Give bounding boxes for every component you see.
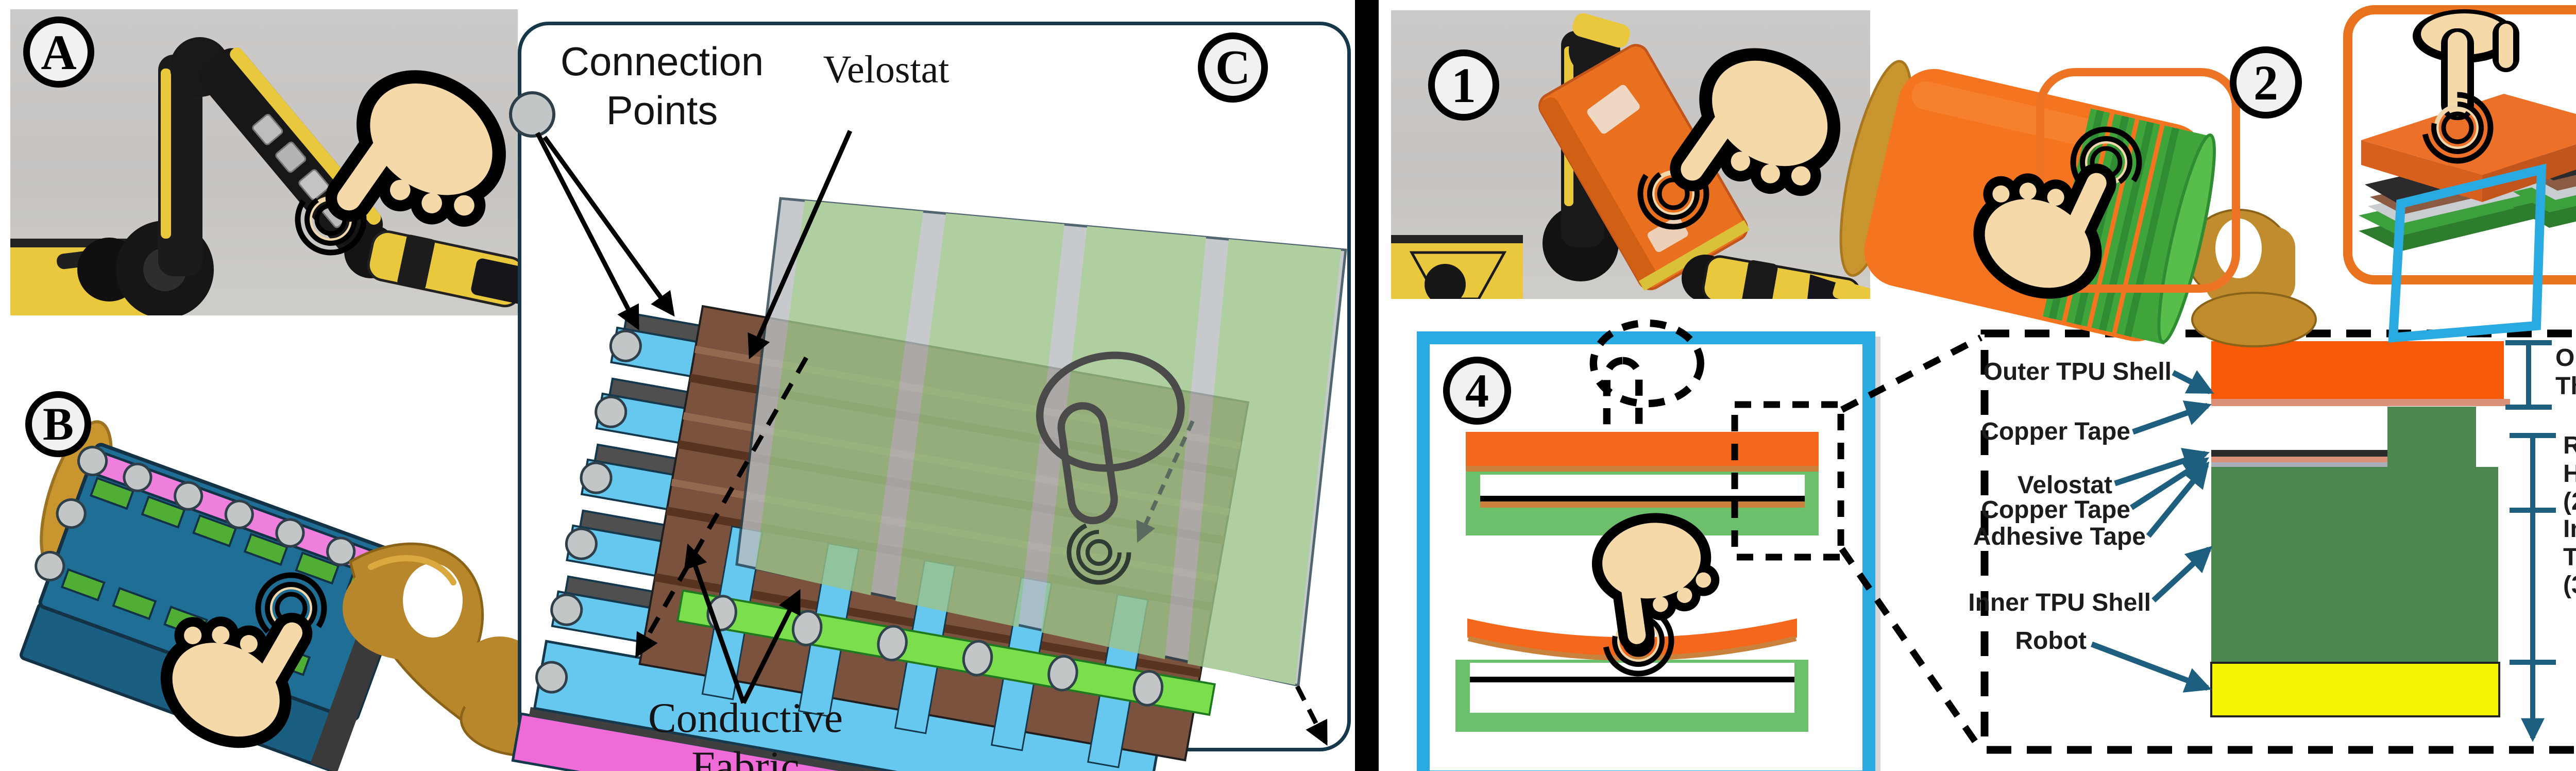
copper-bent	[1467, 636, 1797, 661]
panel-1-photo	[1391, 10, 1870, 299]
zoom-region-dashed-box	[1731, 401, 1844, 561]
velostat-line	[1480, 496, 1805, 501]
connection-callout-arrow-2	[543, 136, 675, 317]
badge-c: C	[1198, 32, 1268, 103]
conductive-callout-arrow-1	[684, 543, 746, 704]
dim-inner-line2: Thickness	[2563, 543, 2576, 571]
outer-tpu-layer	[2211, 341, 2504, 399]
badge-a-label: A	[41, 24, 77, 80]
copper-tape-mid-layer	[2211, 457, 2387, 462]
outer-tpu-shell-label: Outer TPU Shell	[1983, 358, 2172, 386]
gripper	[367, 230, 518, 311]
svg-defs	[0, 0, 5, 5]
layer-callout-arrows	[2091, 370, 2214, 693]
panel-a-photo	[10, 9, 518, 315]
connection-points-label: Connection Points	[559, 37, 765, 135]
badge-1-label: 1	[1451, 57, 1476, 113]
outer-tpu	[1466, 432, 1819, 466]
cross-section-highlight-box	[2388, 163, 2547, 343]
conductive-callout-arrow-2	[741, 589, 801, 705]
copper-tape-top-label: Copper Tape	[1981, 418, 2130, 445]
inner-tpu-layer	[2211, 407, 2498, 663]
velostat-layer-label: Velostat	[2017, 472, 2112, 499]
section-divider	[1355, 0, 1379, 771]
connection-point-sample-dot	[509, 91, 555, 138]
dim-inner-line3: (3 mm)	[2563, 572, 2576, 599]
orange-sleeve-on-arm	[1538, 44, 1750, 291]
sheet-corner-dashed-arrow	[1295, 685, 1328, 746]
conductive-green-strip	[535, 329, 1216, 716]
badge-2: 2	[2230, 46, 2302, 119]
press-direction-arrow	[1136, 420, 1195, 543]
robot-arm-photo-illustration	[10, 37, 518, 315]
dim-inner-line1: Inner TPU	[2563, 515, 2576, 543]
connection-dot-row	[35, 446, 356, 582]
panel-4-diagram	[1455, 331, 1844, 732]
connector-top	[1840, 334, 1982, 413]
robot-label: Robot	[2015, 627, 2087, 655]
zoom-connector-lines	[1839, 334, 1984, 752]
dim-ridge-line2: Height	[2563, 460, 2576, 488]
panel-5-diagram	[1980, 329, 2576, 754]
robot-layer	[2210, 662, 2500, 717]
hidden-edge-dashed-arrow	[635, 356, 808, 658]
velostat-label: Velostat	[823, 48, 950, 91]
connection-points-line1: Connection	[560, 39, 764, 84]
dim-ridge-line3: (2mm)	[2563, 488, 2576, 516]
conductive-fabric-label: Conductive Fabric	[648, 694, 843, 771]
arm-lower-link-accent	[161, 69, 171, 239]
panel-2-render	[1839, 60, 2317, 347]
gripper	[1702, 255, 1870, 299]
edge-connection-dots	[535, 329, 642, 694]
tape-patch	[1587, 85, 1640, 134]
connector-bottom	[1839, 547, 1984, 752]
panel-c-diagram	[509, 91, 1347, 771]
badge-1: 1	[1428, 49, 1499, 121]
badge-a: A	[23, 16, 94, 88]
dim-outer-line1: Outer TPU	[2555, 344, 2576, 372]
panel-3-render	[2343, 5, 2576, 343]
outer-tpu-thickness-label: Outer TPU Thickness	[2555, 344, 2576, 400]
copper-tape	[1466, 466, 1819, 472]
stack-untouched	[1466, 432, 1819, 535]
adhesive-tape-label: Adhesive Tape	[1973, 523, 2146, 550]
arm-opening	[403, 563, 463, 638]
dim-ridge-line1: Ridge	[2563, 432, 2576, 459]
robot-arm-orange-sleeve-illustration	[1391, 13, 1870, 299]
badge-b: B	[25, 391, 91, 457]
badge-b-label: B	[42, 398, 74, 450]
badge-4: 4	[1443, 357, 1511, 425]
gold-arm	[2186, 209, 2317, 347]
badge-2-label: 2	[2253, 55, 2278, 110]
velostat-layer	[2211, 450, 2387, 457]
velostat-callout-arrow	[748, 130, 853, 360]
adhesive-tape-layer	[2211, 462, 2387, 467]
ghost-dashed-hand-icon	[1594, 323, 1701, 449]
copper-tape-top-layer	[2211, 399, 2510, 406]
ridge-height-label: Ridge Height (2mm)	[2563, 432, 2576, 516]
velostat-line	[1470, 677, 1794, 682]
dim-outer-line2: Thickness	[2555, 372, 2576, 400]
copper-line	[1480, 501, 1805, 508]
copper-tape-mid-label: Copper Tape	[1981, 496, 2130, 524]
badge-4-label: 4	[1465, 364, 1489, 417]
dimension-brackets	[2505, 340, 2556, 742]
inner-tpu-thickness-label: Inner TPU Thickness (3 mm)	[2563, 515, 2576, 600]
connection-points-line2: Points	[606, 88, 718, 133]
badge-c-label: C	[1215, 41, 1250, 94]
stack-pressed	[1455, 618, 1808, 732]
ghost-touch-swirl-icon	[1066, 520, 1131, 585]
inner-tpu-shell-label: Inner TPU Shell	[1968, 589, 2151, 616]
translucent-sensor-sheet	[735, 197, 1347, 688]
connection-callout-arrow-1	[535, 131, 639, 330]
